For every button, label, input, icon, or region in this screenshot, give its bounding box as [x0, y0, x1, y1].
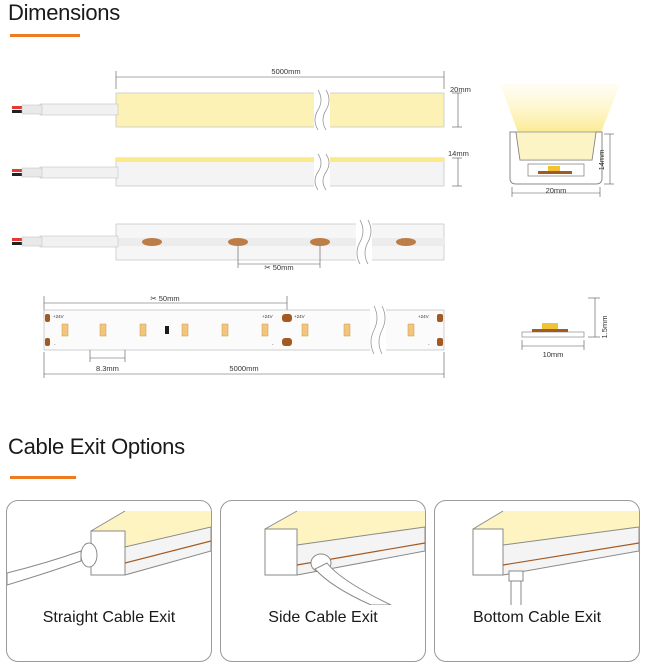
cable-exit-card-straight[interactable]: Straight Cable Exit — [6, 500, 212, 662]
strip-unlit-view: ✂ 50mm — [12, 219, 445, 272]
cable-exit-card-bottom[interactable]: Bottom Cable Exit — [434, 500, 640, 662]
bottom-exit-label: Bottom Cable Exit — [472, 609, 602, 626]
dimensions-heading: Dimensions — [8, 0, 120, 25]
straight-exit-label: Straight Cable Exit — [42, 609, 176, 626]
minus-label-right: - — [428, 342, 430, 347]
voltage-label-mid-left: +24V — [262, 314, 273, 319]
cross-section: 20mm 14mm — [500, 84, 620, 197]
strip-height-14-label: 14mm — [448, 149, 469, 158]
dimensions-underline — [10, 34, 80, 37]
straight-exit-illustration — [7, 510, 211, 586]
minus-label-mid: - — [272, 342, 274, 347]
voltage-label-left: +24V — [53, 314, 64, 319]
side-exit-illustration — [264, 510, 425, 605]
dimensions-drawing: 5000mm 20mm 14mm — [12, 67, 620, 378]
voltage-label-right: +24V — [418, 314, 429, 319]
pcb-width-label: 10mm — [543, 350, 564, 359]
cable-exit-underline — [10, 476, 76, 479]
cross-width-label: 20mm — [546, 186, 567, 195]
minus-label-left: - — [54, 342, 56, 347]
pcb-thickness-label: 1.5mm — [600, 316, 609, 339]
strip-height-20-label: 20mm — [450, 85, 471, 94]
side-exit-label: Side Cable Exit — [268, 609, 378, 626]
voltage-label-mid-right: +24V — [294, 314, 305, 319]
bottom-exit-illustration — [472, 510, 639, 605]
cable-exit-options: Straight Cable Exit Side Cable Exit Bott… — [6, 500, 640, 662]
strip-top-view: 5000mm 20mm — [12, 67, 471, 131]
strip-side-view: 14mm — [12, 149, 469, 191]
strip-length-label: 5000mm — [271, 67, 300, 76]
led-spacing-label: 8.3mm — [96, 364, 119, 373]
pcb-view: ✂ 50mm +24V +24V +24V +24V - - - — [43, 294, 445, 378]
cable-exit-card-side[interactable]: Side Cable Exit — [220, 500, 426, 662]
cross-height-label: 14mm — [597, 150, 606, 171]
cable-exit-heading: Cable Exit Options — [8, 434, 185, 459]
strip-pitch-label: ✂ 50mm — [264, 263, 293, 272]
pcb-cross-section: 10mm 1.5mm — [521, 297, 609, 359]
pcb-pitch-label: ✂ 50mm — [150, 294, 179, 303]
pcb-length-label: 5000mm — [229, 364, 258, 373]
